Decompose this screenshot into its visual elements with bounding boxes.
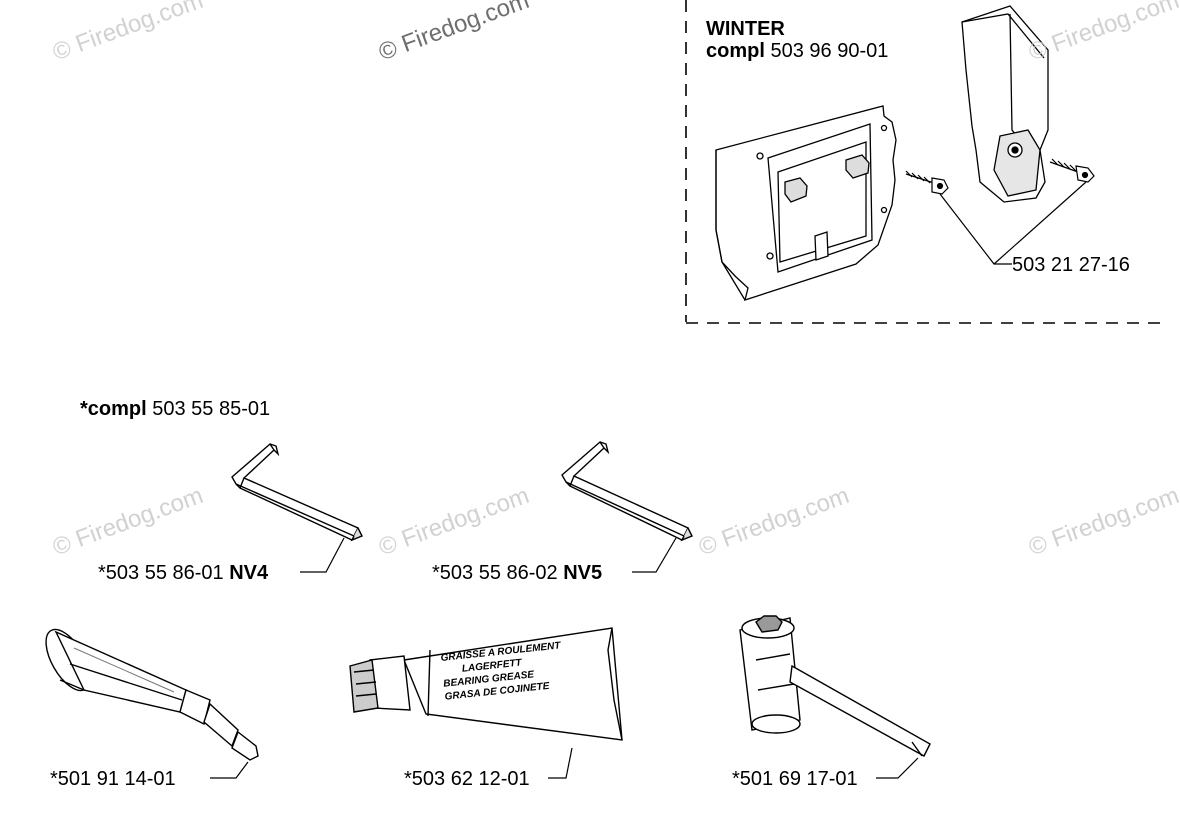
screw-icon <box>1049 158 1095 183</box>
hex-key-icon <box>561 440 693 542</box>
grease-tube-icon <box>349 627 623 741</box>
winter-kit-title: WINTER <box>706 18 785 40</box>
compl-prefix: *compl <box>80 398 147 420</box>
leader-line <box>632 537 677 573</box>
part-size: NV4 <box>229 562 269 584</box>
part-label-grease-gun: *501 91 14-01 <box>50 768 176 790</box>
winter-shutter-icon <box>961 5 1049 203</box>
winter-cover-plate-icon <box>715 105 897 301</box>
leader-line <box>300 537 345 573</box>
combination-spanner-icon <box>739 615 931 757</box>
part-number: *503 55 86-01 <box>98 562 224 584</box>
part-label-hex-key-nv5: *503 55 86-02 NV5 <box>432 562 602 584</box>
part-number: *503 55 86-02 <box>432 562 558 584</box>
part-label-spanner: *501 69 17-01 <box>732 768 858 790</box>
compl-prefix: compl <box>706 40 765 62</box>
winter-kit-frame <box>685 0 1165 324</box>
screw-part-number: 503 21 27-16 <box>1012 254 1130 276</box>
leader-line <box>876 757 919 779</box>
winter-kit-compl: compl 503 96 90-01 <box>706 40 888 62</box>
tool-kit-compl: *compl 503 55 85-01 <box>80 398 270 420</box>
grease-gun-icon <box>45 628 259 761</box>
leader-line <box>210 761 249 779</box>
leader-line <box>548 747 573 779</box>
compl-part-number: 503 55 85-01 <box>152 398 271 420</box>
screw-leader-lines <box>939 181 1087 265</box>
screw-icon <box>905 170 949 195</box>
part-size: NV5 <box>563 562 603 584</box>
part-label-hex-key-nv4: *503 55 86-01 NV4 <box>98 562 268 584</box>
hex-key-icon <box>231 442 363 542</box>
compl-part-number: 503 96 90-01 <box>770 40 889 62</box>
part-label-grease-tube: *503 62 12-01 <box>404 768 530 790</box>
